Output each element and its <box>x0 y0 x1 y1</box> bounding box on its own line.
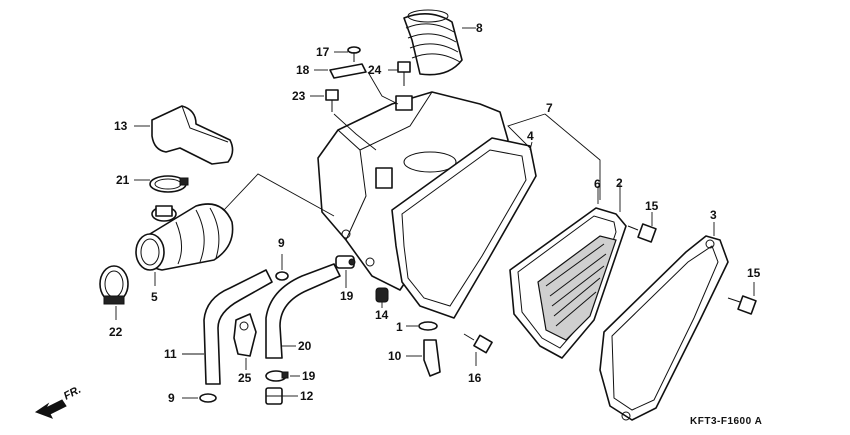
callout-15-lower: 15 <box>747 266 761 280</box>
gasket-part-4 <box>391 137 537 319</box>
callout-5: 5 <box>151 290 158 304</box>
clip-part-9-lower <box>199 393 217 403</box>
drain-plug-part-12 <box>265 387 283 405</box>
bolt-part-15-upper <box>627 223 657 243</box>
callout-20: 20 <box>298 339 312 353</box>
callout-11: 11 <box>164 347 177 361</box>
air-cleaner-cover-part-3 <box>599 235 729 421</box>
connecting-tube-part-5 <box>135 203 234 271</box>
intake-boot-part-8 <box>403 9 463 76</box>
bolt-part-24 <box>397 61 411 86</box>
bolt-part-23 <box>325 89 339 112</box>
bolt-part-15-lower <box>727 295 757 315</box>
clip-part-9-upper <box>275 271 289 281</box>
callout-16: 16 <box>468 371 482 385</box>
bolt-part-16 <box>463 333 493 354</box>
callout-19-upper: 19 <box>340 289 354 303</box>
drain-tube-part-10 <box>423 339 441 377</box>
callout-8: 8 <box>476 21 483 35</box>
callout-17: 17 <box>316 45 330 59</box>
air-duct-part-13 <box>151 105 234 165</box>
callout-13: 13 <box>114 119 128 133</box>
clip-part-1 <box>418 321 438 331</box>
clip-part-19-upper <box>335 255 356 269</box>
callout-12: 12 <box>300 389 314 403</box>
callout-10: 10 <box>388 349 402 363</box>
callout-3: 3 <box>710 208 717 222</box>
front-direction-label: FR. <box>62 384 83 403</box>
hose-part-11 <box>203 269 273 385</box>
callout-7: 7 <box>546 101 553 115</box>
callout-4: 4 <box>527 129 534 143</box>
hose-part-20 <box>265 263 341 359</box>
screw-part-17 <box>347 46 361 62</box>
front-direction-arrow-icon <box>34 399 67 419</box>
callout-6: 6 <box>594 177 601 191</box>
diagram-reference-code: KFT3-F1600 A <box>690 416 762 427</box>
grommet-part-14 <box>375 287 389 303</box>
callout-2: 2 <box>616 176 623 190</box>
callout-18: 18 <box>296 63 310 77</box>
clip-part-19-lower <box>265 370 289 382</box>
clamp-part-25 <box>233 313 257 357</box>
callout-1: 1 <box>396 320 403 334</box>
callout-15-upper: 15 <box>645 199 659 213</box>
callout-19-lower: 19 <box>302 369 316 383</box>
callout-9-upper: 9 <box>278 236 285 250</box>
callout-21: 21 <box>116 173 130 187</box>
plate-part-18 <box>329 63 367 79</box>
callout-25: 25 <box>238 371 252 385</box>
callout-23: 23 <box>292 89 306 103</box>
callout-22: 22 <box>109 325 123 339</box>
clamp-part-21 <box>149 175 189 193</box>
air-filter-element-part-2 <box>537 235 617 341</box>
callout-24: 24 <box>368 63 382 77</box>
clamp-part-22 <box>99 265 129 305</box>
callout-9-lower: 9 <box>168 391 175 405</box>
callout-14: 14 <box>375 308 389 322</box>
